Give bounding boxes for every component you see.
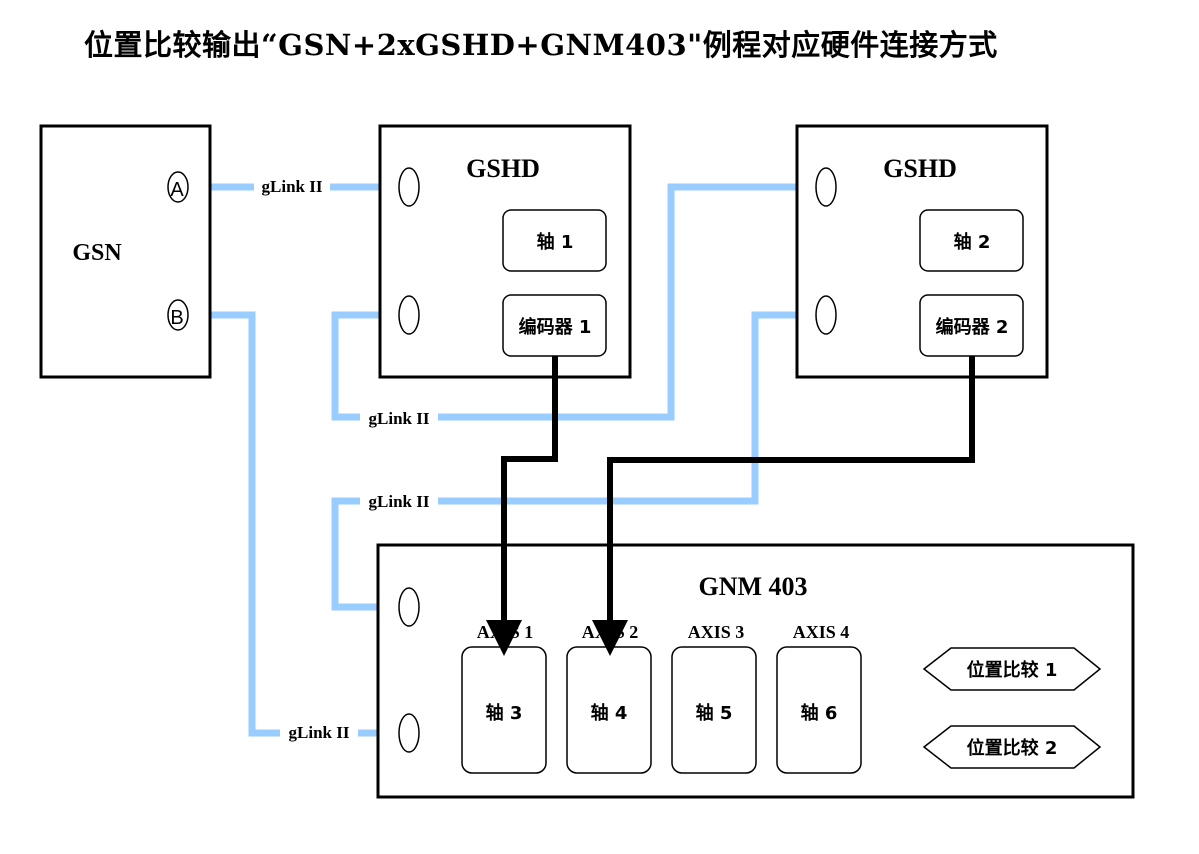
glink-label-4: gLink II (289, 723, 350, 742)
gnm403-port-1 (398, 587, 420, 627)
glink-gshd1-to-gshd2 (331, 183, 816, 421)
gnm403-box: GNM 403 AXIS 1 轴 3 AXIS 2 轴 4 AXIS 3 轴 5… (376, 543, 1135, 799)
gsn-box: GSN A B (39, 124, 212, 379)
gshd1-axis-box (502, 209, 607, 272)
gnm403-port-2 (398, 713, 420, 753)
gshd1-label: GSHD (466, 154, 540, 183)
encoder2-to-axis2-wire (592, 356, 975, 656)
compare-output-1-shape (922, 647, 1102, 691)
gshd1-box: GSHD 轴 1 编码器 1 (378, 124, 632, 379)
gshd2-port-out (815, 295, 837, 335)
gnm403-label: GNM 403 (698, 572, 807, 601)
gnm-axis4-box (776, 646, 862, 774)
glink-label-3: gLink II (369, 492, 430, 511)
gshd1-encoder-label: 编码器 1 (519, 316, 592, 338)
gshd2-label: GSHD (883, 154, 957, 183)
gnm-axis3-header: AXIS 3 (688, 622, 745, 642)
glink-lines (188, 183, 816, 737)
gshd1-port-in (398, 167, 420, 207)
gnm-axis4-name: 轴 6 (801, 702, 838, 724)
compare-output-2-label: 位置比较 2 (967, 737, 1058, 759)
gshd2-encoder-label: 编码器 2 (936, 316, 1009, 338)
gshd1-port-out (398, 295, 420, 335)
encoder-wires (486, 356, 975, 656)
gshd2-axis-box (919, 209, 1024, 272)
glink-label-1: gLink II (262, 177, 323, 196)
gshd2-port-in (815, 167, 837, 207)
gnm-axis3-name: 轴 5 (696, 702, 733, 724)
gshd2-axis-label: 轴 2 (954, 231, 991, 253)
glink-gshd2-to-gnm (331, 311, 816, 611)
page-title: 位置比较输出“GSN+2xGSHD+GNM403"例程对应硬件连接方式 (84, 28, 998, 62)
gsn-label: GSN (72, 240, 122, 266)
gsn-port-a (167, 171, 189, 203)
glink-label-2: gLink II (369, 409, 430, 428)
gnm-axis4-header: AXIS 4 (793, 622, 850, 642)
gnm-axis2-name: 轴 4 (591, 702, 628, 724)
gnm-axis3-box (671, 646, 757, 774)
compare-output-2-shape (922, 725, 1102, 769)
encoder1-to-axis1-wire (486, 356, 558, 656)
gsn-port-a-label: A (170, 179, 184, 201)
glink-gsn-b-to-gnm (188, 311, 397, 737)
gshd1-axis-label: 轴 1 (537, 231, 574, 253)
gsn-port-b-label: B (170, 307, 183, 329)
gnm-axis1-name: 轴 3 (486, 702, 523, 724)
glink-labels: gLink II gLink II gLink II gLink II (254, 176, 438, 742)
compare-output-1-label: 位置比较 1 (967, 659, 1058, 681)
gsn-port-b (167, 299, 189, 331)
gshd2-box: GSHD 轴 2 编码器 2 (795, 124, 1049, 379)
